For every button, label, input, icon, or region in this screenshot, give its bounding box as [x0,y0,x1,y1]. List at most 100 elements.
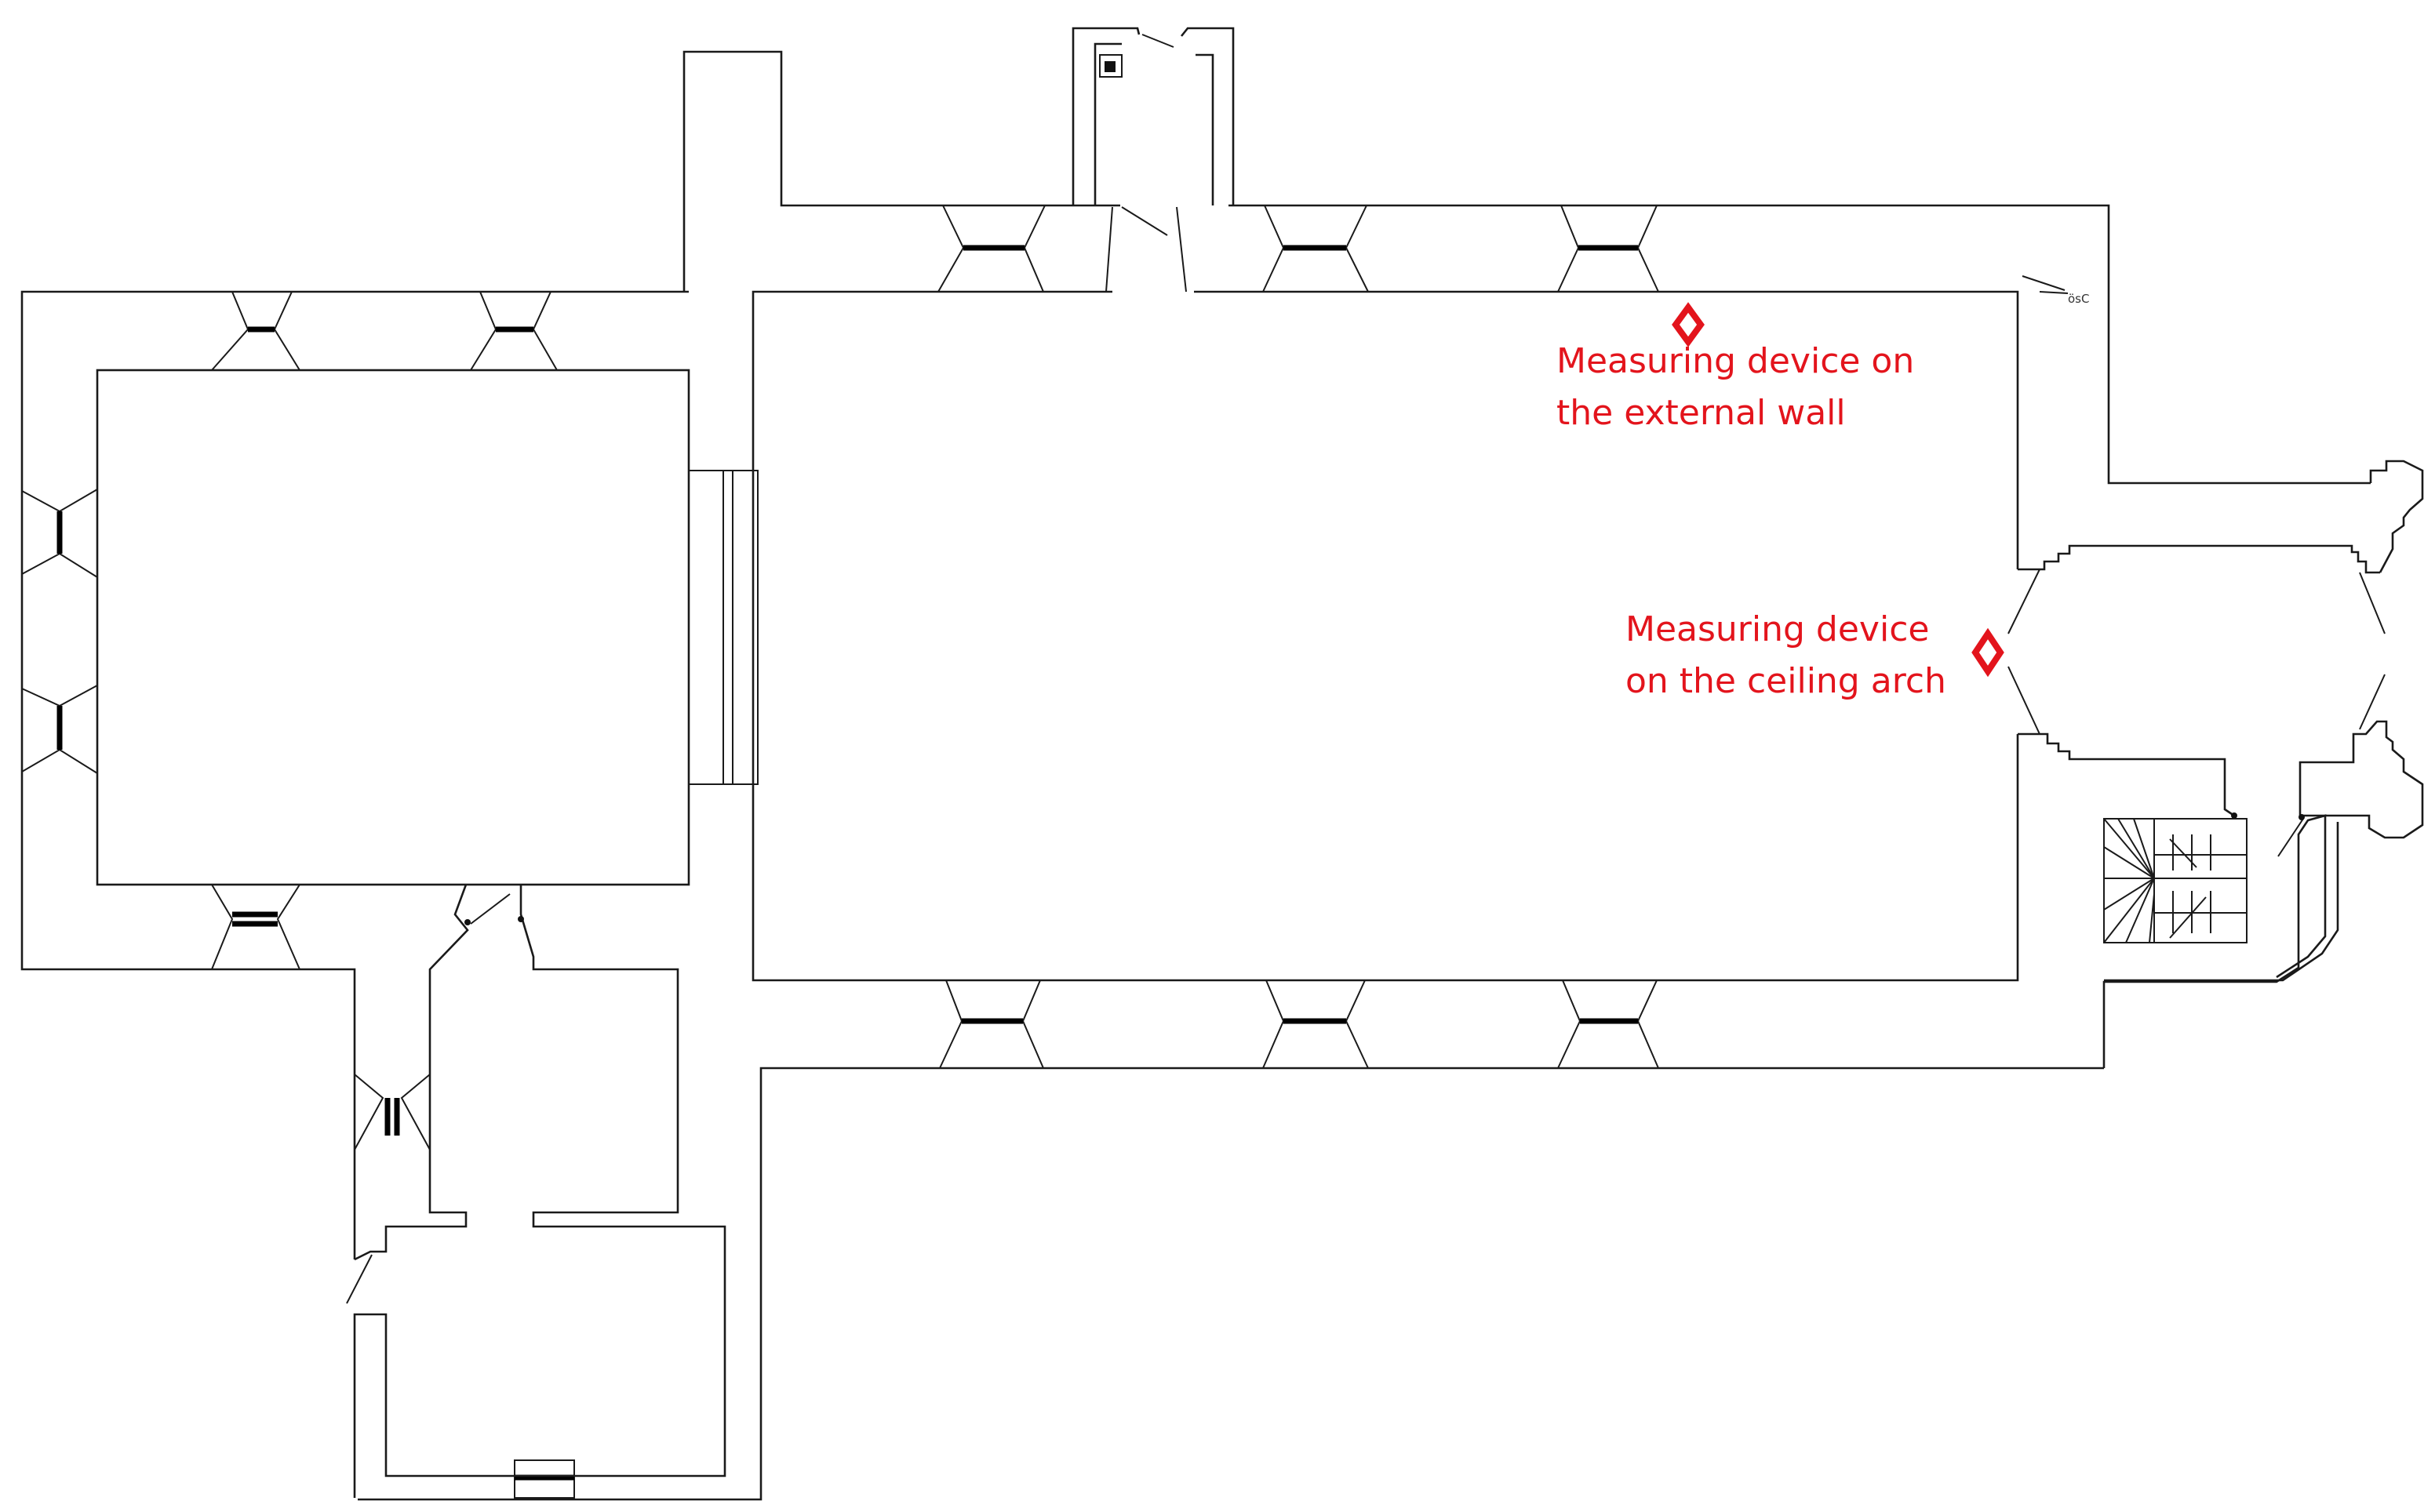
apse-arch [2007,666,2040,735]
ceiling-arch-label-line1: Measuring device [1625,609,1930,649]
window [937,205,1046,293]
stair-arrow [2169,838,2197,868]
window-splay [1262,205,1285,293]
window-splay [211,884,234,970]
window-splay [21,748,98,774]
nave-outer-south [358,1067,2104,1501]
diamond-marker[interactable] [1672,302,1705,347]
window [21,489,98,578]
ceiling-arch-label: Measuring device on the ceiling arch [1625,604,1946,707]
window-splay [1636,205,1659,293]
apse-arch [2359,674,2386,730]
window-splay [1021,980,1044,1069]
porch-column-core [1105,61,1116,72]
door-hinge [518,916,524,922]
window [21,685,98,774]
apse-east-bottom [2299,720,2424,839]
external-wall-label-line2: the external wall [1556,393,1846,433]
porch-east-inner [1196,53,1214,205]
stair-tread [2117,818,2155,879]
apse-arch [2007,569,2040,634]
apse-east-top [2369,460,2424,573]
west-wing-outer-wall [20,290,689,1259]
window [354,1074,431,1150]
window [470,291,558,371]
windows [21,205,1659,1499]
window-splay [21,685,98,707]
window-splay [21,552,98,578]
apse-arch [2359,572,2386,634]
west-room [96,369,690,886]
window-splay [1023,205,1046,293]
stair-tread [2103,878,2155,943]
window [939,980,1044,1069]
nave [358,204,2371,1501]
window-splay [400,1074,431,1150]
porch-west-inner [1094,42,1122,205]
window-splay [1636,980,1659,1069]
stair-well [2103,818,2248,943]
stair-tread [2103,846,2155,879]
nave-inner-east-top [1194,290,2019,569]
south-annex [346,884,726,1498]
annex-corridor-wall [354,884,469,1261]
stair-tread [2103,878,2155,910]
window-splay [354,1074,384,1150]
porch-doorway-right [1176,206,1187,293]
north-arrow-needle [2039,291,2069,294]
west-tower [682,50,1120,292]
window-splay [1262,980,1285,1069]
north-arrow: ӧѕС [2022,275,2089,306]
window-splay [532,291,558,371]
ceiling-arch-label-line2: on the ceiling arch [1625,661,1946,701]
window-splay [21,489,98,513]
porch-doorway-left [1105,206,1113,293]
window-splay [937,205,965,293]
window [514,1459,575,1499]
door-hinge [2231,812,2237,819]
stair-corridor [2102,814,2327,1068]
porch-column [1099,54,1123,78]
window [1557,205,1659,293]
door-hinge [464,919,471,925]
window-splay [1345,980,1369,1069]
window-splay [470,291,497,371]
door-hinge [2299,814,2305,820]
window-splay [276,884,300,970]
west-wing [20,50,1120,1259]
north-arrow-needle [2022,275,2066,291]
window [1262,980,1369,1069]
porch-door-leaf [1141,34,1174,48]
north-porch [1072,27,1235,293]
external-wall-label-line1: Measuring device on [1556,341,1915,381]
window-splay [273,291,300,371]
window-splay [1557,205,1580,293]
stair-corridor-outer [2104,822,2339,982]
annex-east-wall [353,885,726,1498]
window-splay [1345,205,1369,293]
window [1557,980,1659,1069]
annex-door-leaf [470,893,511,925]
east-apse [2007,460,2424,1068]
window [211,291,300,371]
stair-arrow [2169,896,2207,939]
porch-east-wall [1180,27,1235,205]
stair-tread [2125,878,2155,943]
window-splay [211,291,249,371]
diamond-marker[interactable] [1971,627,2004,678]
annex-door-leaf [346,1254,373,1304]
porch-west-wall [1072,27,1141,205]
apse-north-steps [2018,544,2380,574]
window-splay [1557,980,1581,1069]
porch-door-leaf [1121,206,1168,236]
window-splay [939,980,963,1069]
apse-south-steps [2018,732,2235,817]
window [211,884,300,970]
nave-outer-north [1228,204,2371,485]
nave-inner [752,290,2019,982]
external-wall-label: Measuring device on the external wall [1556,336,1914,439]
staircase [2103,818,2248,943]
stair-tread [2103,818,2155,879]
north-arrow-label: ӧѕС [2068,292,2089,306]
